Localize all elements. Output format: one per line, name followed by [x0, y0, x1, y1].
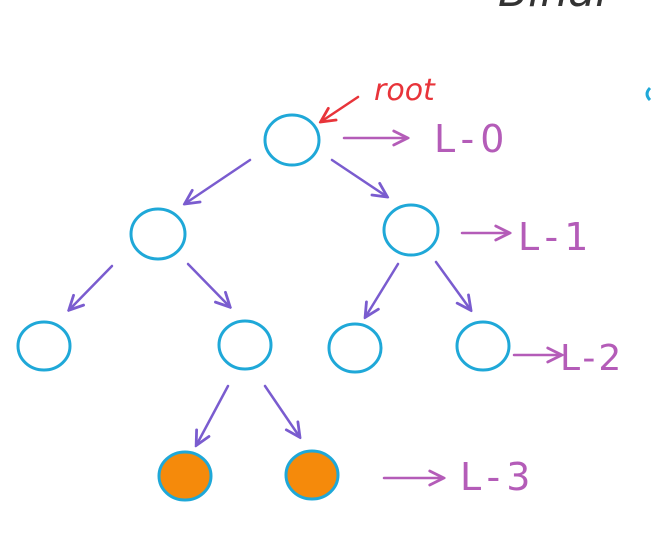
- tree-node-highlighted: [284, 449, 340, 501]
- tree-node: [217, 319, 273, 371]
- root-label: root: [374, 73, 436, 108]
- tree-node: [382, 203, 440, 257]
- edge-n2-n6: [434, 260, 470, 309]
- edge-n1-n3: [70, 264, 114, 309]
- level-label: L-1: [518, 215, 594, 259]
- level-label: L-0: [434, 117, 510, 161]
- tree-edges: [70, 158, 470, 444]
- level-label: L-2: [560, 338, 624, 379]
- stray-mark: [645, 86, 652, 102]
- edge-n2-n5: [366, 262, 400, 316]
- edge-n0-n1: [186, 158, 252, 203]
- tree-node-root: [263, 113, 321, 167]
- edge-n4-n8: [263, 384, 299, 436]
- edge-n4-n7: [197, 384, 230, 444]
- page-title-partial: Binar: [498, 0, 616, 17]
- root-pointer-arrow: [322, 95, 360, 121]
- tree-node: [455, 320, 511, 372]
- tree-node-highlighted: [157, 450, 213, 502]
- edge-n1-n4: [186, 262, 229, 306]
- tree-nodes: [16, 113, 511, 502]
- tree-node: [16, 320, 72, 372]
- level-indicators: L-0 L-1 L-2 L-3: [342, 117, 624, 499]
- level-label: L-3: [460, 455, 536, 499]
- tree-node: [327, 322, 383, 374]
- edge-n0-n2: [330, 158, 386, 196]
- tree-node: [129, 207, 187, 261]
